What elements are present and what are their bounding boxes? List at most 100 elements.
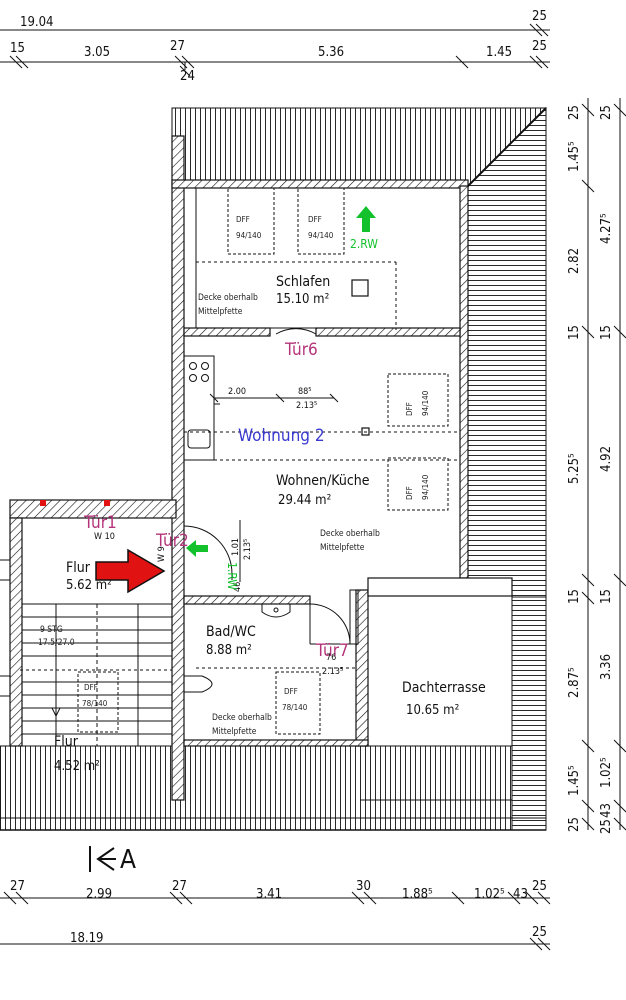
dim-top-total: 19.04 xyxy=(20,15,53,30)
dff-size-2: 94/140 xyxy=(308,231,334,240)
dim-right-outer-4: 4.92 xyxy=(599,446,614,472)
door-tur7-swing xyxy=(309,589,359,645)
kitchen-dimension xyxy=(209,393,339,403)
tur1-width: W 10 xyxy=(94,532,115,542)
dff-size-6: 78/140 xyxy=(82,699,108,708)
door-tur2-swing xyxy=(183,520,241,582)
rw1-arrow-icon xyxy=(186,540,208,557)
dim-bottom-seg-9: 25 xyxy=(532,879,547,894)
top-dimensions xyxy=(0,23,550,77)
dim-right-outer-2: 4.27⁵ xyxy=(599,213,614,244)
dim-right-outer-9: 25 xyxy=(599,819,614,834)
room-flur-lower-area: 4.52 m² xyxy=(54,759,100,774)
bathroom-fixtures xyxy=(183,603,291,693)
dff-size-5: 78/140 xyxy=(282,703,308,712)
dim-right-inner-3: 2.82 xyxy=(567,248,582,274)
note-schlafen-2: Mittelpfette xyxy=(198,307,243,317)
room-flur-upper-area: 5.62 m² xyxy=(66,578,112,593)
roof-areas xyxy=(0,106,547,831)
room-wohnen-area: 29.44 m² xyxy=(278,493,331,508)
dff-size-4: 94/140 xyxy=(421,474,430,500)
dim-kitchen-3: 2.13⁵ xyxy=(296,401,317,411)
dim-right-outer-6: 3.36 xyxy=(599,654,614,680)
dim-top-seg-2: 3.05 xyxy=(84,45,110,60)
dim-bottom-seg-6: 1.88⁵ xyxy=(402,887,433,902)
tur7-width-1: 76 xyxy=(326,653,336,663)
dff-label-4: DFF xyxy=(405,486,414,500)
tur7-width-2: 2.13⁵ xyxy=(322,667,343,677)
dim-bottom-seg-8: 43 xyxy=(513,887,528,902)
dim-top-seg-3: 27 xyxy=(170,39,185,54)
marker-square-1 xyxy=(40,500,46,506)
dff-label-3: DFF xyxy=(405,402,414,416)
door-tur6-label: Tür6 xyxy=(284,340,318,360)
dim-kitchen-2: 88⁵ xyxy=(298,387,312,397)
room-bad-area: 8.88 m² xyxy=(206,643,252,658)
entry-arrow-icon xyxy=(95,548,166,594)
dim-right-outer-1: 25 xyxy=(599,105,614,120)
dff-size-1: 94/140 xyxy=(236,231,262,240)
dff-label-6: DFF xyxy=(84,683,98,692)
note-schlafen-1: Decke oberhalb xyxy=(198,293,258,303)
dim-bottom-total: 18.19 xyxy=(70,931,103,946)
stair-steps: 9 STG xyxy=(40,625,63,635)
dff-label-2: DFF xyxy=(308,215,322,224)
room-flur-lower-name: Flur xyxy=(54,734,79,750)
room-schlafen-area: 15.10 m² xyxy=(276,292,329,307)
tur2-sill: 46 xyxy=(233,582,243,592)
room-bad-name: Bad/WC xyxy=(206,624,256,640)
door-tur7-label: Tür7 xyxy=(315,641,349,661)
dim-right-inner-1: 25 xyxy=(567,105,582,120)
dim-right-inner-2: 1.45⁵ xyxy=(567,141,582,172)
dim-bottom-seg-5: 30 xyxy=(356,879,371,894)
room-dachterrasse-name: Dachterrasse xyxy=(402,680,486,696)
dff-size-3: 94/140 xyxy=(421,390,430,416)
dff-label-1: DFF xyxy=(236,215,250,224)
bottom-dimensions xyxy=(0,891,551,951)
tur2-height: 2.13⁵ xyxy=(243,539,253,560)
dim-right-inner-4: 15 xyxy=(567,325,582,340)
room-flur-upper-name: Flur xyxy=(66,560,91,576)
dim-bottom-seg-1: 27 xyxy=(10,879,25,894)
dim-right-outer-7: 1.02⁵ xyxy=(599,757,614,788)
dim-bottom-seg-4: 3.41 xyxy=(256,887,282,902)
door-tur6-swing xyxy=(275,328,317,335)
interior-lines xyxy=(183,187,513,801)
dim-bottom-seg-3: 27 xyxy=(172,879,187,894)
stair-ratio: 17.5/27.0 xyxy=(38,638,75,648)
roof-windows xyxy=(77,187,449,735)
dim-right-inner-5: 5.25⁵ xyxy=(567,453,582,484)
rw2-arrow-icon xyxy=(356,206,376,232)
section-marker-icon xyxy=(89,846,116,872)
note-bad-2: Mittelpfette xyxy=(212,727,257,737)
marker-square-2 xyxy=(104,500,110,506)
dim-bottom-seg-2: 2.99 xyxy=(86,887,112,902)
door-tur1-label: Tür1 xyxy=(83,513,117,533)
dim-right-inner-6: 15 xyxy=(567,589,582,604)
dim-top-seg-5: 1.45 xyxy=(486,45,512,60)
dashed-beams xyxy=(20,261,460,671)
note-bad-1: Decke oberhalb xyxy=(212,713,272,723)
tur2-height-2: 1.01 xyxy=(231,538,241,556)
chimney-box xyxy=(351,279,369,297)
dim-right-outer-3: 15 xyxy=(599,325,614,340)
section-label: A xyxy=(120,845,136,875)
dim-right-outer-8: 43 xyxy=(599,803,614,818)
dim-right-inner-8: 1.45⁵ xyxy=(567,765,582,796)
note-wohnen-2: Mittelpfette xyxy=(320,543,365,553)
dim-right-outer-5: 15 xyxy=(599,589,614,604)
dim-right-inner-9: 25 xyxy=(567,817,582,832)
dim-top-sub: 24 xyxy=(180,69,195,84)
dim-top-seg-1: 15 xyxy=(10,41,25,56)
note-wohnen-1: Decke oberhalb xyxy=(320,529,380,539)
dim-bottom-total-extra: 25 xyxy=(532,925,547,940)
kitchen-counter xyxy=(183,355,220,461)
dim-top-seg-6: 25 xyxy=(532,39,547,54)
dim-bottom-seg-7: 1.02⁵ xyxy=(474,887,505,902)
dim-top-seg-4: 5.36 xyxy=(318,45,344,60)
dim-kitchen-1: 2.00 xyxy=(228,387,246,397)
tur2-width: W 9 xyxy=(157,546,167,562)
room-wohnen-name: Wohnen/Küche xyxy=(276,473,370,489)
right-dimensions xyxy=(581,98,626,831)
